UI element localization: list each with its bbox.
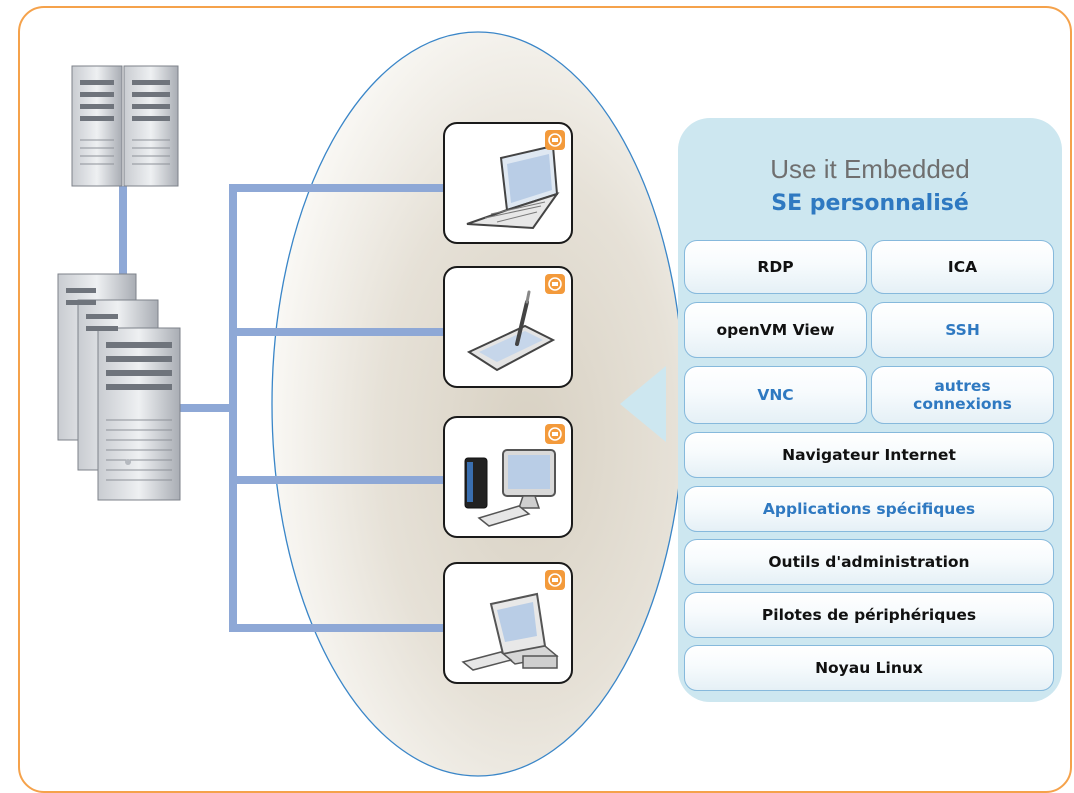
device-card-tablet	[443, 266, 573, 388]
panel-title: Use it Embedded	[770, 154, 970, 184]
protocol-ica: ICA	[871, 240, 1054, 294]
layer-device-drivers: Pilotes de périphériques	[684, 592, 1054, 638]
panel-subtitle: SE personnalisé	[771, 191, 969, 216]
thin-client-icon	[464, 449, 556, 527]
protocol-openvm-view: openVM View	[684, 302, 867, 358]
server-cluster-icon	[57, 273, 181, 501]
protocol-rdp: RDP	[684, 240, 867, 294]
uie-software-panel: Use it Embedded SE personnalisé RDP ICA …	[678, 118, 1062, 702]
layer-web-browser: Navigateur Internet	[684, 432, 1054, 478]
server-rack-icon	[71, 65, 179, 187]
laptop-icon	[466, 144, 560, 230]
panel-arrow	[620, 366, 666, 442]
tablet-stylus-icon	[466, 290, 556, 372]
uie-logo-icon	[545, 570, 565, 590]
protocol-other-connections: autres connexions	[871, 366, 1054, 424]
protocol-ssh: SSH	[871, 302, 1054, 358]
uie-logo-icon	[545, 424, 565, 444]
protocol-vnc: VNC	[684, 366, 867, 424]
device-card-thin-client	[443, 416, 573, 538]
desktop-pc-icon	[461, 592, 559, 671]
layer-linux-kernel: Noyau Linux	[684, 645, 1054, 691]
device-card-laptop	[443, 122, 573, 244]
device-card-desktop-pc	[443, 562, 573, 684]
uie-logo-icon	[545, 130, 565, 150]
diagram-frame	[18, 6, 1072, 793]
layer-admin-tools: Outils d'administration	[684, 539, 1054, 585]
network-lines	[119, 184, 445, 632]
uie-logo-icon	[545, 274, 565, 294]
layer-specific-applications: Applications spécifiques	[684, 486, 1054, 532]
